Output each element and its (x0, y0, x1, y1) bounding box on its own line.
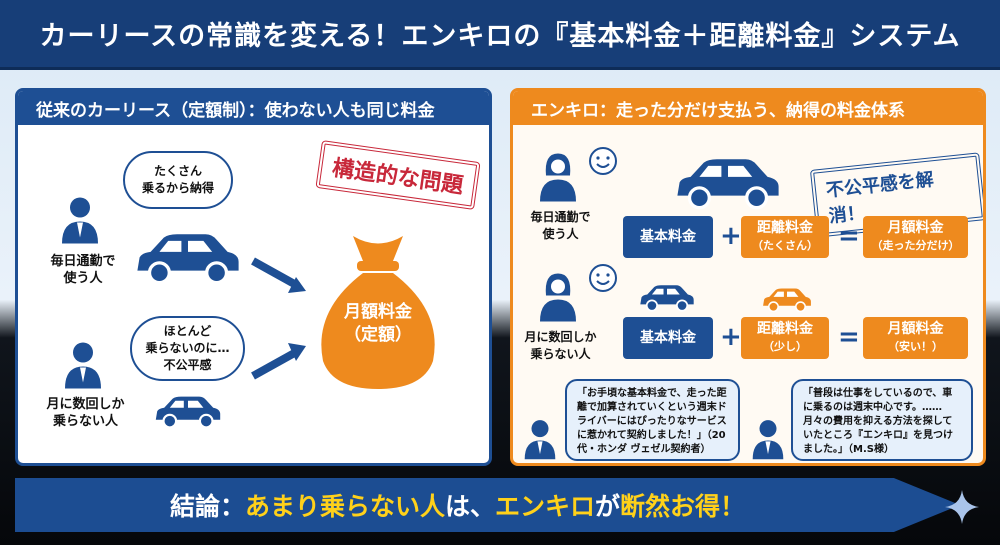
car-icon (133, 231, 243, 286)
conclusion-brand: エンキロ (495, 492, 596, 521)
heavy-user-label: 毎日通勤で使う人 (50, 254, 116, 286)
panel-header: 従来のカーリース（定額制）：使わない人も同じ料金 (18, 91, 489, 125)
person-icon (523, 416, 557, 460)
traditional-lease-panel: 従来のカーリース（定額制）：使わない人も同じ料金 たくさん乗るから納得 毎日通勤… (15, 88, 492, 466)
plus-sign: + (720, 322, 742, 352)
conclusion-banner: 結論： あまり乗らない人 は、 エンキロ が 断然お得！ (15, 478, 960, 532)
small-car-icon (761, 287, 813, 313)
enkiro-panel: エンキロ：走った分だけ支払う、納得の料金体系 不公平感を解消！ 毎日通勤で使う人… (510, 88, 986, 466)
person-icon (63, 336, 103, 391)
testimonial-2: 「普段は仕事をしているので、車に乗るのは週末中心です。……月々の費用を抑える方法… (791, 379, 973, 461)
person-icon (60, 191, 100, 246)
structural-problem-stamp: 構造的な問題 (315, 140, 481, 210)
monthly-fee-fixed: 月額料金（定額） (344, 302, 412, 345)
arrows-icon (251, 257, 306, 380)
woman-icon (538, 149, 578, 204)
conclusion-highlight: あまり乗らない人 (244, 492, 445, 521)
thought-text: たくさん (153, 164, 202, 178)
base-fee-box: 基本料金 (623, 317, 713, 359)
smile-icon (588, 146, 618, 176)
distance-fee-box: 距離料金（少し） (741, 317, 829, 359)
monthly-fee-box: 月額料金（安い！） (863, 317, 968, 359)
thought-bubble-light-user: ほとんど乗らないのに…不公平感 (130, 316, 245, 381)
smile-icon (588, 263, 618, 293)
conclusion-text: は、 (444, 492, 495, 521)
sparkle-icon (945, 490, 979, 524)
page-title: カーリースの常識を変える！エンキロの『基本料金＋距離料金』システム (0, 0, 1000, 70)
panel-header: エンキロ：走った分だけ支払う、納得の料金体系 (513, 91, 983, 125)
equals-sign: = (838, 322, 860, 352)
heavy-user-label: 毎日通勤で使う人 (530, 210, 591, 241)
plus-sign: + (720, 221, 742, 251)
conclusion-highlight: 断然お得！ (620, 492, 746, 521)
conclusion-text: が (595, 492, 621, 521)
conclusion-prefix: 結論： (169, 492, 245, 521)
distance-fee-box: 距離料金（たくさん） (741, 216, 829, 258)
testimonial-1: 「お手頃な基本料金で、走った距離で加算されていくという週末ドライバーにはぴったり… (565, 379, 740, 461)
car-icon (673, 156, 783, 211)
equals-sign: = (838, 221, 860, 251)
light-user-label: 月に数回しか乗らない人 (46, 397, 125, 429)
person-icon (751, 416, 785, 460)
small-car-icon (153, 394, 223, 430)
money-bag-icon (321, 236, 435, 389)
light-user-label: 月に数回しか乗らない人 (524, 330, 597, 361)
monthly-fee-box: 月額料金（走った分だけ） (863, 216, 968, 258)
car-icon (638, 283, 696, 313)
thought-bubble-heavy-user: たくさん乗るから納得 (123, 151, 233, 209)
woman-icon (538, 269, 578, 324)
thought-text: 乗るから納得 (141, 181, 214, 195)
base-fee-box: 基本料金 (623, 216, 713, 258)
